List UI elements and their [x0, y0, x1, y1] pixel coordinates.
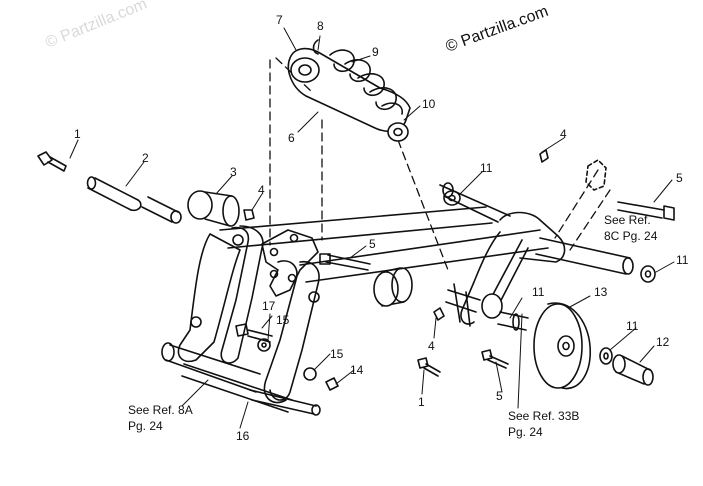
- dashed-guide-lines: [269, 57, 611, 271]
- callout-5-center: 5: [369, 237, 376, 251]
- tube-part-2: [86, 176, 182, 224]
- washer-right-mid: [640, 265, 656, 283]
- callout-15-upper: 15: [276, 313, 290, 327]
- callout-5-bottom: 5: [496, 389, 503, 403]
- watermark-main: © Partzilla.com: [444, 3, 551, 56]
- callout-3: 3: [230, 165, 237, 179]
- callout-13: 13: [594, 285, 608, 299]
- ref-8a-line2: Pg. 24: [128, 419, 163, 433]
- swing-arm-assembly-part-16: [161, 225, 321, 416]
- callout-4-center: 4: [428, 339, 435, 353]
- bolt-part-5-top-right: [539, 149, 675, 221]
- washer-top: [443, 190, 461, 206]
- leader-lines: [69, 27, 675, 429]
- callout-11-center: 11: [532, 285, 545, 299]
- callout-7: 7: [276, 13, 283, 27]
- callout-6: 6: [288, 131, 295, 145]
- callout-15-lower: 15: [330, 347, 344, 361]
- washer-and-spacer-right: [599, 347, 654, 386]
- callout-1-bottom: 1: [418, 395, 425, 409]
- callout-4-right: 4: [560, 127, 567, 141]
- cross-shafts: [219, 182, 634, 283]
- reference-notes: See Ref. 8C Pg. 24 See Ref. 8A Pg. 24 Se…: [128, 213, 658, 439]
- callout-14: 14: [350, 363, 364, 377]
- center-bushing: [373, 267, 413, 307]
- center-bracket-plate: [261, 229, 319, 297]
- callout-10: 10: [422, 97, 436, 111]
- callout-2: 2: [142, 151, 149, 165]
- ref-8c-line2: 8C Pg. 24: [604, 229, 658, 243]
- callout-labels: 1 2 3 4 7 8 9 10 6 11 4 5 11 5 17 15 15 …: [74, 13, 689, 443]
- callout-5-top-right: 5: [676, 171, 683, 185]
- right-swing-arm: [445, 211, 566, 331]
- callout-8: 8: [317, 19, 324, 33]
- callout-9: 9: [372, 45, 379, 59]
- callout-4-left: 4: [258, 183, 265, 197]
- shock-absorber: [287, 39, 411, 142]
- watermark-faded: © Partzilla.com: [43, 0, 149, 52]
- bolt-part-1-top: [37, 151, 67, 172]
- ref-33b-line2: Pg. 24: [508, 425, 543, 439]
- callout-11-lower-right: 11: [626, 319, 639, 333]
- callout-11-top: 11: [480, 161, 493, 175]
- idler-wheel-part-13: [533, 302, 591, 390]
- ref-33b-line1: See Ref. 33B: [508, 409, 579, 423]
- bushing-part-3: [187, 190, 240, 227]
- misc-hardware: [235, 209, 509, 391]
- callout-17: 17: [262, 299, 276, 313]
- callout-16: 16: [236, 429, 250, 443]
- ref-8a-line1: See Ref. 8A: [128, 403, 193, 417]
- ref-8c-line1: See Ref.: [604, 213, 651, 227]
- callout-11-right: 11: [676, 253, 689, 267]
- callout-12: 12: [656, 335, 670, 349]
- callout-1-top: 1: [74, 127, 81, 141]
